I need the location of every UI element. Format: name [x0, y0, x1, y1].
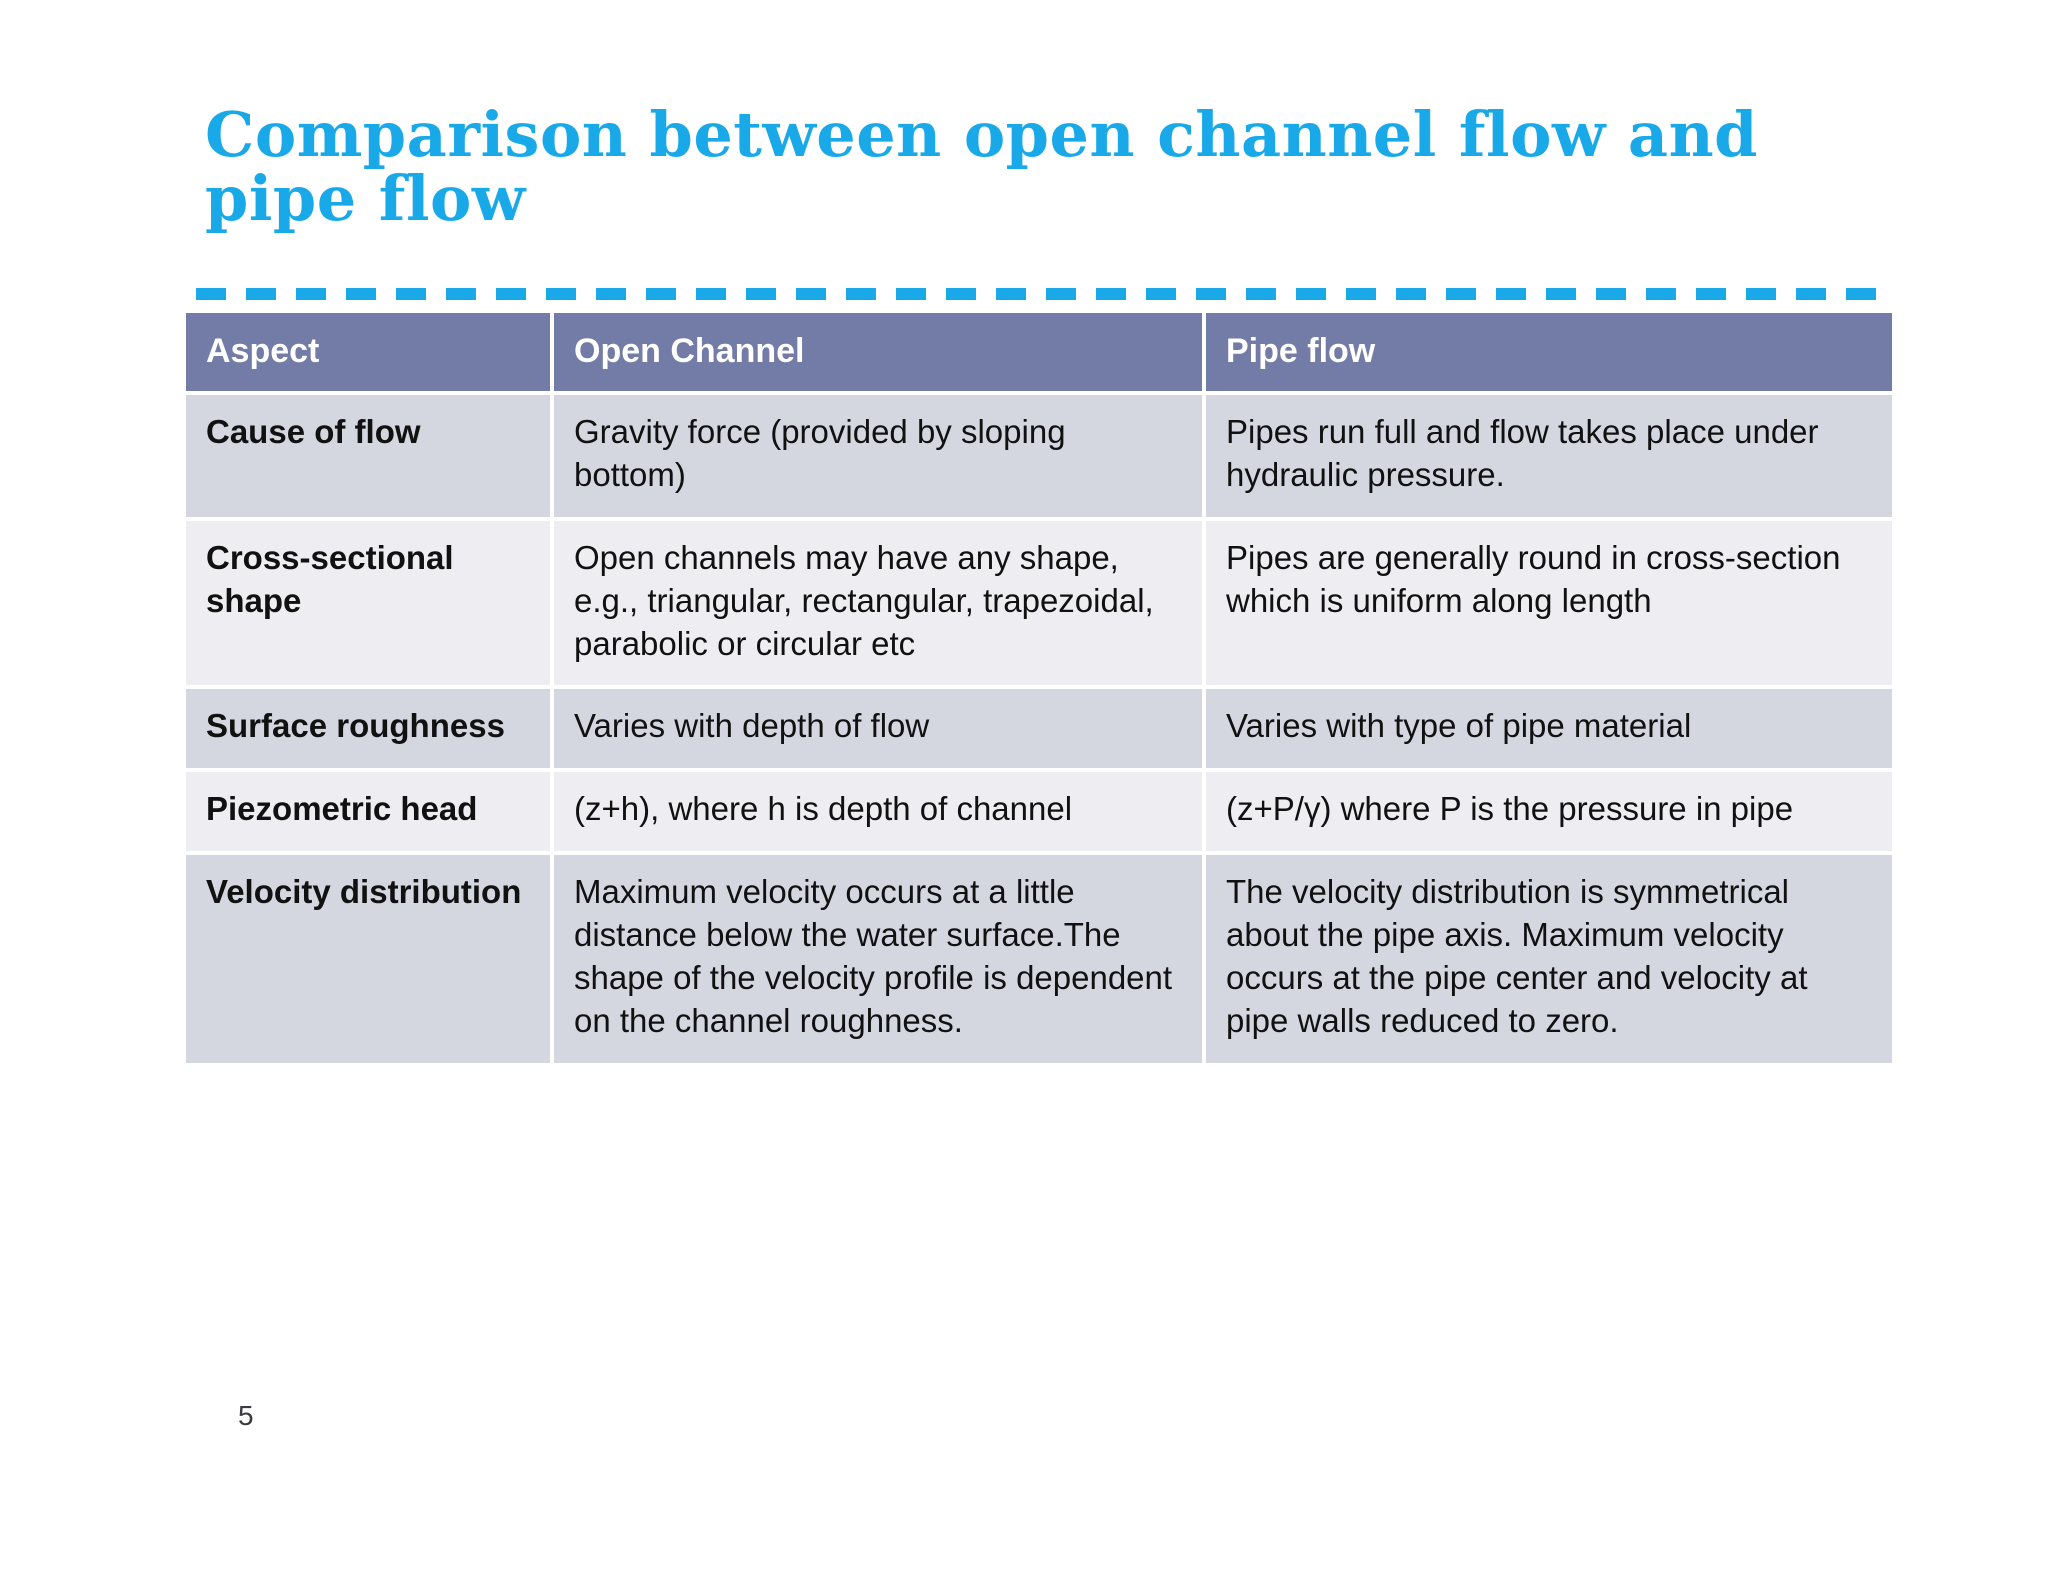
- row-open-channel-cell: Maximum velocity occurs at a little dist…: [554, 855, 1206, 1063]
- column-header-pipe-flow: Pipe flow: [1206, 313, 1892, 395]
- table-row: Cross-sectional shape Open channels may …: [186, 520, 1892, 690]
- row-aspect-label: Cause of flow: [186, 395, 554, 521]
- table-row: Piezometric head (z+h), where h is depth…: [186, 772, 1892, 856]
- row-pipe-flow-cell: (z+P/γ) where P is the pressure in pipe: [1206, 772, 1892, 856]
- row-aspect-label: Velocity distribution: [186, 855, 554, 1063]
- row-aspect-label: Cross-sectional shape: [186, 520, 554, 690]
- row-pipe-flow-cell: The velocity distribution is symmetrical…: [1206, 855, 1892, 1063]
- row-open-channel-cell: (z+h), where h is depth of channel: [554, 772, 1206, 856]
- table-header-row: Aspect Open Channel Pipe flow: [186, 313, 1892, 395]
- title-dashed-divider: [196, 288, 1876, 300]
- column-header-open-channel: Open Channel: [554, 313, 1206, 395]
- table-body: Cause of flow Gravity force (provided by…: [186, 395, 1892, 1063]
- table-header: Aspect Open Channel Pipe flow: [186, 313, 1892, 395]
- row-pipe-flow-cell: Pipes are generally round in cross-secti…: [1206, 520, 1892, 690]
- table-row: Surface roughness Varies with depth of f…: [186, 689, 1892, 773]
- column-header-aspect: Aspect: [186, 313, 554, 395]
- row-pipe-flow-cell: Varies with type of pipe material: [1206, 689, 1892, 773]
- row-aspect-label: Piezometric head: [186, 772, 554, 856]
- comparison-table-container: Aspect Open Channel Pipe flow Cause of f…: [186, 313, 1892, 1063]
- row-open-channel-cell: Open channels may have any shape, e.g., …: [554, 520, 1206, 690]
- table-row: Cause of flow Gravity force (provided by…: [186, 395, 1892, 521]
- row-open-channel-cell: Gravity force (provided by sloping botto…: [554, 395, 1206, 521]
- comparison-table: Aspect Open Channel Pipe flow Cause of f…: [186, 313, 1892, 1063]
- row-pipe-flow-cell: Pipes run full and flow takes place unde…: [1206, 395, 1892, 521]
- row-aspect-label: Surface roughness: [186, 689, 554, 773]
- table-row: Velocity distribution Maximum velocity o…: [186, 855, 1892, 1063]
- row-open-channel-cell: Varies with depth of flow: [554, 689, 1206, 773]
- page-title: Comparison between open channel flow and…: [205, 98, 1759, 235]
- page-number: 5: [238, 1400, 254, 1431]
